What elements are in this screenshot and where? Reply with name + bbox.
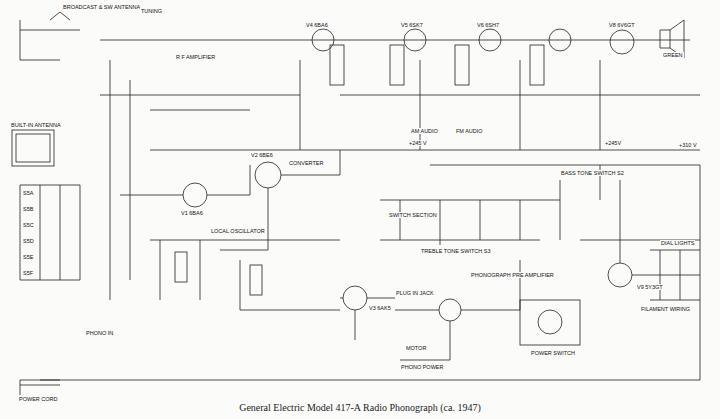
part-label: LOCAL OSCILLATOR <box>210 228 266 234</box>
part-label: PHONO IN <box>85 330 114 336</box>
part-label: POWER SWITCH <box>530 350 576 356</box>
part-label: FILAMENT WIRING <box>640 306 691 312</box>
part-label: SWITCH SECTION <box>388 212 438 218</box>
part-label: PHONOGRAPH PRE AMPLIFIER <box>470 272 555 278</box>
part-label: S5B <box>22 206 34 212</box>
part-label: V6 6SH7 <box>476 22 500 28</box>
part-label: DIAL LIGHTS <box>660 240 695 246</box>
part-label: S5C <box>22 222 35 228</box>
part-label: +310 V <box>678 142 698 148</box>
part-label: PHONO POWER <box>400 364 444 370</box>
part-label: S5E <box>22 254 34 260</box>
part-label: PLUG IN JACK <box>395 290 435 296</box>
part-label: BUILT-IN ANTENNA <box>10 122 62 128</box>
part-label: V9 5Y3GT <box>636 284 664 290</box>
part-label: R F AMPLIFIER <box>175 54 216 60</box>
part-label: BASS TONE SWITCH S2 <box>560 170 625 176</box>
part-label: AM AUDIO <box>410 128 439 134</box>
part-label: V4 6BA6 <box>305 22 329 28</box>
part-label: +245 V <box>408 140 428 146</box>
part-label: MOTOR <box>405 345 427 351</box>
part-label: GREEN <box>662 52 684 58</box>
part-label: S5F <box>22 270 34 276</box>
part-label: CONVERTER <box>288 160 324 166</box>
part-label: S5A <box>22 190 34 196</box>
part-label: S5D <box>22 238 35 244</box>
part-label: V3 6AK5 <box>368 305 392 311</box>
part-label: V8 6V6GT <box>608 22 636 28</box>
part-label: TREBLE TONE SWITCH S3 <box>420 248 491 254</box>
part-label: FM AUDIO <box>455 128 484 134</box>
part-label: V1 6BA6 <box>180 210 204 216</box>
part-label: +245V <box>604 140 622 146</box>
part-label: POWER CORD <box>18 396 59 402</box>
part-label: V2 6BE6 <box>250 152 274 158</box>
caption: General Electric Model 417-A Radio Phono… <box>0 402 720 413</box>
part-label: BROADCAST & SW ANTENNA <box>62 4 141 10</box>
part-label: V5 6SK7 <box>400 22 424 28</box>
part-label: TUNING <box>140 8 163 14</box>
